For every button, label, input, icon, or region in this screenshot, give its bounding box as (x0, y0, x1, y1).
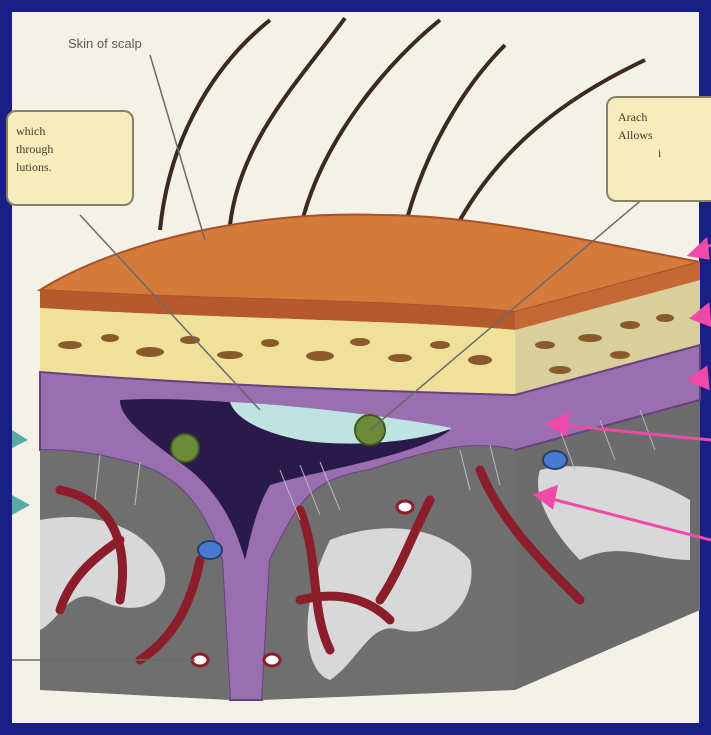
left-callout-line-3: lutions. (16, 158, 132, 176)
left-callout-line-2: through (16, 140, 132, 158)
right-callout-line-1: Arach (618, 108, 711, 126)
left-callout: which through lutions. (6, 110, 134, 206)
right-callout-line-2: Allows (618, 126, 711, 144)
skin-of-scalp-label: Skin of scalp (68, 36, 142, 51)
arachnoid-granulation-left (171, 434, 199, 462)
right-callout: Arach Allows i (606, 96, 711, 202)
right-callout-line-3: i (618, 144, 711, 162)
left-callout-line-1: which (16, 122, 132, 140)
